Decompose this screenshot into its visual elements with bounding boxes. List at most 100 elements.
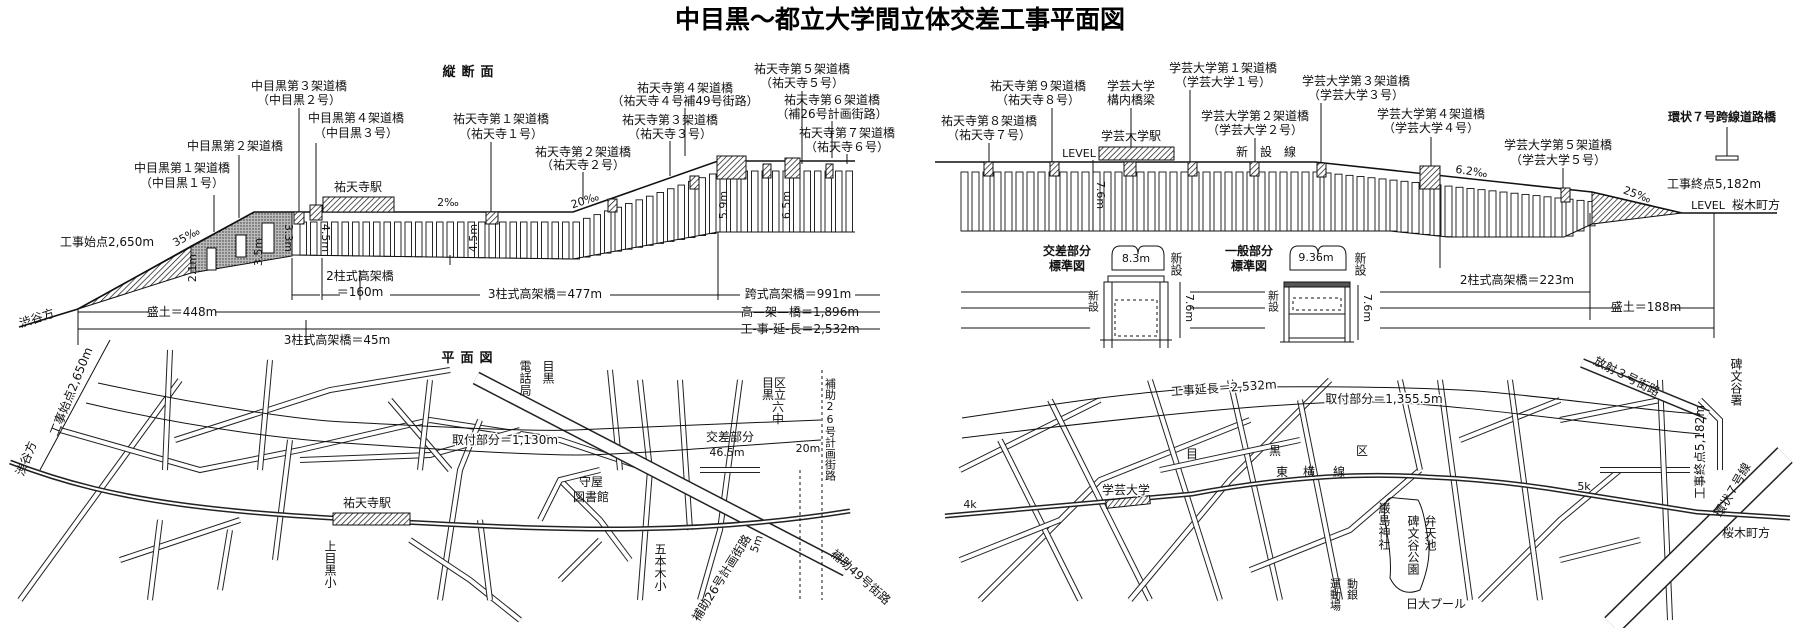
crossing-length: 46.5m	[709, 446, 744, 459]
drawing-title: 中目黒～都立大学間立体交差工事平面図	[675, 5, 1125, 34]
street	[538, 468, 601, 521]
street	[1128, 378, 1332, 602]
pier	[993, 171, 1002, 232]
pier	[772, 170, 780, 233]
construction-limit-line	[97, 382, 822, 431]
bridge-girder	[1316, 162, 1327, 178]
pier	[1213, 171, 1222, 232]
street	[408, 538, 522, 622]
bridge-sub-label: （補26号計画街路）	[776, 106, 887, 121]
pier	[352, 221, 360, 257]
pier	[1147, 171, 1156, 232]
library-label: 守屋	[579, 475, 603, 489]
pier	[1400, 180, 1409, 233]
street-network-right	[958, 377, 1723, 621]
pier	[1411, 182, 1420, 234]
pier	[1290, 171, 1299, 232]
street-network-left	[17, 349, 760, 623]
height-label: 6.5m	[780, 191, 793, 219]
planned-road-label: 補助26号計画街路	[824, 378, 837, 482]
pier	[1114, 171, 1123, 232]
pier	[499, 221, 507, 259]
height-label: 4.5m	[319, 224, 332, 252]
station-label: 学芸大学駅	[1101, 128, 1161, 143]
pier	[1444, 185, 1453, 238]
street	[1559, 398, 1661, 422]
pier	[299, 221, 307, 256]
pier	[1136, 171, 1145, 232]
street	[163, 349, 172, 471]
pier	[625, 203, 633, 250]
bridge-sub-label: （祐天寺７号）	[947, 128, 1031, 142]
planned-road	[799, 370, 823, 600]
start-point-line	[39, 339, 111, 471]
bridge-girder	[293, 211, 305, 225]
section-new-label: 新設	[1353, 251, 1367, 276]
bridge-label: 学芸大学第１架道橋	[1169, 60, 1277, 75]
street	[438, 419, 482, 601]
bridge-sub-label: （祐天寺１号）	[459, 127, 543, 141]
pond-label: 弁天池	[1423, 514, 1437, 551]
pier	[1202, 171, 1211, 232]
dimension-label: 3柱式高架橋＝45m	[284, 332, 391, 347]
pier	[1389, 179, 1398, 232]
box-culvert	[261, 222, 275, 254]
bridge-label: 環状７号跨線道路橋	[1668, 109, 1777, 124]
railway-line	[944, 474, 1791, 519]
bridge-label: 祐天寺第８架道橋	[941, 114, 1037, 128]
pier	[1015, 171, 1024, 232]
height-label: 5.9m	[717, 191, 730, 219]
pool-label: 日大プール	[1406, 597, 1466, 611]
pier	[1466, 188, 1475, 238]
school-label: 五本木小	[653, 543, 667, 591]
approach-section-line	[85, 402, 822, 456]
foundation	[1100, 339, 1172, 348]
pier	[1521, 193, 1530, 238]
viaduct-piers-left	[299, 170, 853, 260]
pier	[530, 221, 538, 259]
street	[959, 518, 1061, 562]
bridge-label: 祐天寺第１架道橋	[453, 112, 549, 126]
street	[299, 428, 521, 462]
viaduct-piers-right	[960, 171, 1596, 238]
column	[1159, 281, 1169, 341]
street	[418, 379, 432, 471]
pier	[446, 221, 454, 258]
pier	[1367, 177, 1376, 232]
dimension-label: 3柱式高架橋＝477m	[488, 286, 602, 301]
plan-heading: 平面図	[441, 351, 498, 366]
pier	[814, 170, 822, 233]
school-label: 中	[772, 411, 784, 426]
level-label: LEVEL	[1691, 199, 1726, 212]
pier	[1455, 186, 1464, 238]
bridge-sub-label: （祐天寺５号）	[760, 76, 844, 90]
pier	[509, 221, 517, 259]
dimension-label: 2柱式高架橋＝223m	[1460, 272, 1574, 287]
bridge-sub-label: （学芸大学１号）	[1175, 74, 1271, 89]
pier	[1554, 197, 1563, 238]
pier	[698, 177, 706, 236]
km-post: 5k	[1577, 480, 1591, 493]
street	[388, 398, 452, 472]
bridge-sub-label: （学芸大学２号）	[1207, 122, 1303, 137]
bridge-sub-label: （学芸大学４号）	[1383, 120, 1479, 135]
station-label: 祐天寺駅	[343, 496, 391, 510]
pier	[982, 171, 991, 232]
street	[273, 439, 292, 561]
pier	[1026, 171, 1035, 232]
bridge-girder	[983, 161, 994, 177]
section-width: 8.3m	[1122, 252, 1150, 265]
bridge-girder	[1419, 165, 1441, 190]
bridge-sub-label: （祐天寺３号）	[628, 127, 712, 141]
approach-label: 取付部分＝1,130m	[452, 432, 558, 447]
bridge-label: 中目黒第２架道橋	[187, 138, 283, 153]
school-label: 六	[772, 400, 784, 414]
bridge-girder	[1123, 161, 1137, 177]
dimension-label: 盛土＝448m	[147, 304, 218, 319]
line-label: 線	[1333, 464, 1345, 479]
street	[1248, 467, 1422, 573]
road-width-label: 5m	[748, 533, 766, 554]
bridge-sub-label: （祐天寺２号）	[541, 158, 625, 172]
street	[218, 529, 232, 591]
